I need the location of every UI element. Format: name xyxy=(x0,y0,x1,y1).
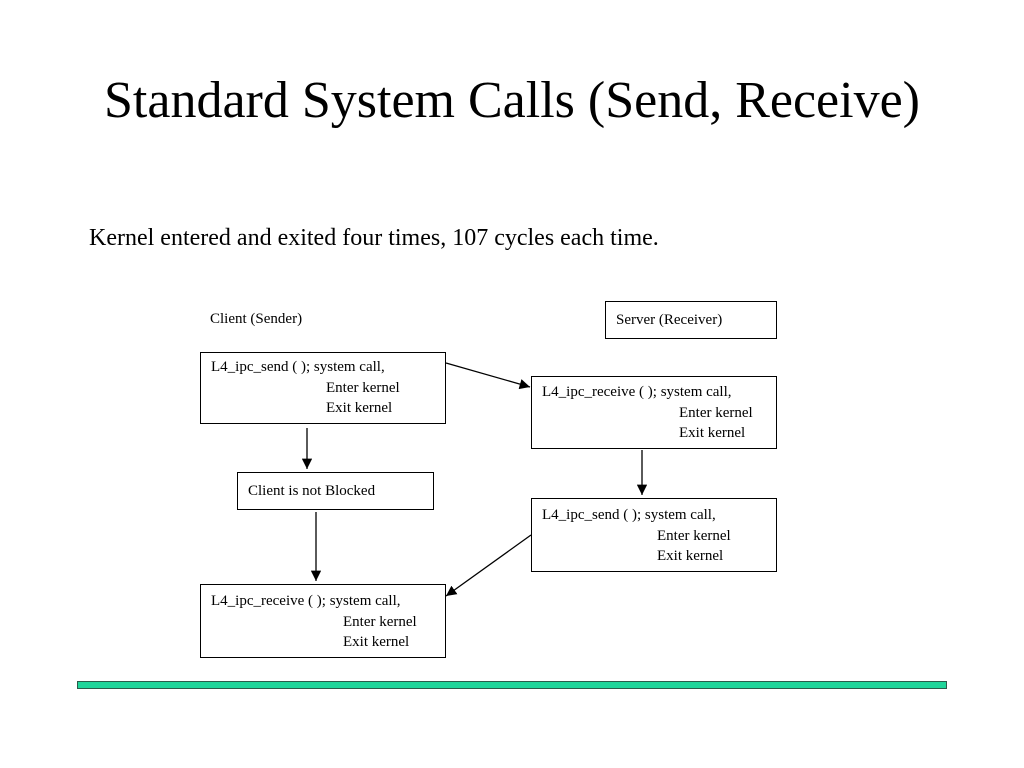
server-receive-exit: Exit kernel xyxy=(679,425,746,441)
footer-accent-bar xyxy=(77,681,947,689)
server-receive-call: L4_ipc_receive ( ); system call, xyxy=(542,384,732,400)
client-receive-call: L4_ipc_receive ( ); system call, xyxy=(211,593,401,609)
server-receive-box: L4_ipc_receive ( ); system call, Enter k… xyxy=(531,376,777,449)
server-send-box: L4_ipc_send ( ); system call, Enter kern… xyxy=(531,498,777,572)
client-send-call: L4_ipc_send ( ); system call, xyxy=(211,359,385,375)
client-send-enter: Enter kernel xyxy=(326,379,400,396)
slide-title: Standard System Calls (Send, Receive) xyxy=(104,72,920,129)
slide-subtitle: Kernel entered and exited four times, 10… xyxy=(89,225,659,251)
client-status-text: Client is not Blocked xyxy=(248,483,376,499)
server-receive-enter: Enter kernel xyxy=(679,404,753,421)
arrow-client-send-to-server-receive xyxy=(445,362,531,390)
server-label: Server (Receiver) xyxy=(616,312,723,328)
client-status-box: Client is not Blocked xyxy=(237,472,434,510)
client-receive-box: L4_ipc_receive ( ); system call, Enter k… xyxy=(200,584,446,658)
server-send-call: L4_ipc_send ( ); system call, xyxy=(542,507,716,523)
client-receive-exit: Exit kernel xyxy=(343,634,410,650)
client-send-box: L4_ipc_send ( ); system call, Enter kern… xyxy=(200,352,446,424)
client-label: Client (Sender) xyxy=(210,311,303,327)
server-send-enter: Enter kernel xyxy=(657,527,731,544)
server-send-exit: Exit kernel xyxy=(657,548,724,564)
arrow-server-send-to-client-receive xyxy=(445,534,532,597)
server-label-box: Server (Receiver) xyxy=(605,301,777,339)
client-receive-enter: Enter kernel xyxy=(343,613,417,630)
client-send-exit: Exit kernel xyxy=(326,400,393,416)
